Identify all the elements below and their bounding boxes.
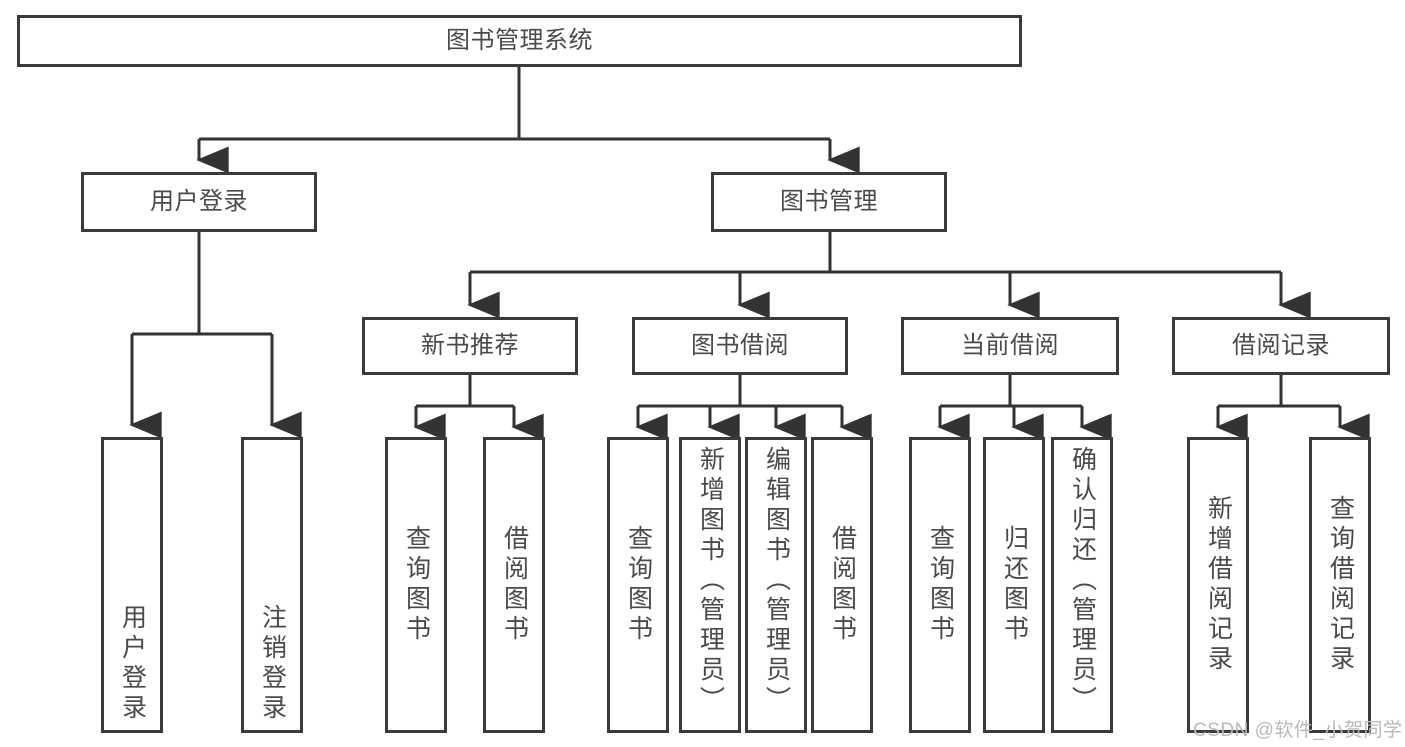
leaf-return-book[interactable]: 归还图书 (983, 437, 1045, 733)
node-book-borrow-label: 图书借阅 (691, 331, 789, 359)
leaf-query-borrow-record[interactable]: 查询借阅记录 (1309, 437, 1371, 733)
leaf-confirm-return-admin[interactable]: 确认归还（管理员） (1051, 437, 1113, 733)
node-borrow-record-label: 借阅记录 (1232, 331, 1330, 359)
node-book-management[interactable]: 图书管理 (711, 172, 947, 232)
node-borrow-record[interactable]: 借阅记录 (1172, 317, 1390, 375)
leaf-user-login-label: 用户登录 (118, 604, 147, 724)
node-new-book-recommend[interactable]: 新书推荐 (362, 317, 578, 375)
node-current-borrow-label: 当前借阅 (961, 331, 1059, 359)
leaf-logout[interactable]: 注销登录 (241, 437, 303, 733)
leaf-add-book-admin[interactable]: 新增图书（管理员） (679, 437, 741, 733)
node-root[interactable]: 图书管理系统 (17, 15, 1022, 67)
leaf-add-borrow-record[interactable]: 新增借阅记录 (1187, 437, 1249, 733)
leaf-edit-book-admin[interactable]: 编辑图书（管理员） (745, 437, 807, 733)
leaf-query-book-newbook-label: 查询图书 (402, 525, 431, 645)
leaf-lend-book-label: 借阅图书 (828, 525, 857, 645)
leaf-query-book-current[interactable]: 查询图书 (909, 437, 971, 733)
leaf-user-login[interactable]: 用户登录 (101, 437, 163, 733)
leaf-edit-book-admin-label: 编辑图书（管理员） (762, 446, 791, 716)
leaf-query-borrow-record-label: 查询借阅记录 (1326, 495, 1355, 675)
leaf-lend-book[interactable]: 借阅图书 (811, 437, 873, 733)
leaf-query-book-borrow[interactable]: 查询图书 (607, 437, 669, 733)
leaf-add-borrow-record-label: 新增借阅记录 (1204, 495, 1233, 675)
node-root-label: 图书管理系统 (446, 26, 593, 54)
node-user-login-label: 用户登录 (150, 187, 248, 215)
node-book-borrow[interactable]: 图书借阅 (632, 317, 848, 375)
leaf-return-book-label: 归还图书 (1000, 525, 1029, 645)
leaf-query-book-borrow-label: 查询图书 (624, 525, 653, 645)
node-current-borrow[interactable]: 当前借阅 (901, 317, 1119, 375)
node-new-book-recommend-label: 新书推荐 (421, 331, 519, 359)
csdn-watermark: CSDN @软件_小贺同学 (1193, 720, 1403, 741)
leaf-add-book-admin-label: 新增图书（管理员） (696, 446, 725, 716)
leaf-query-book-current-label: 查询图书 (926, 525, 955, 645)
leaf-borrow-book-newbook[interactable]: 借阅图书 (483, 437, 545, 733)
leaf-query-book-newbook[interactable]: 查询图书 (385, 437, 447, 733)
leaf-borrow-book-newbook-label: 借阅图书 (500, 525, 529, 645)
leaf-logout-label: 注销登录 (258, 604, 287, 724)
node-book-management-label: 图书管理 (780, 187, 878, 215)
leaf-confirm-return-admin-label: 确认归还（管理员） (1068, 446, 1097, 716)
node-user-login[interactable]: 用户登录 (81, 172, 317, 232)
